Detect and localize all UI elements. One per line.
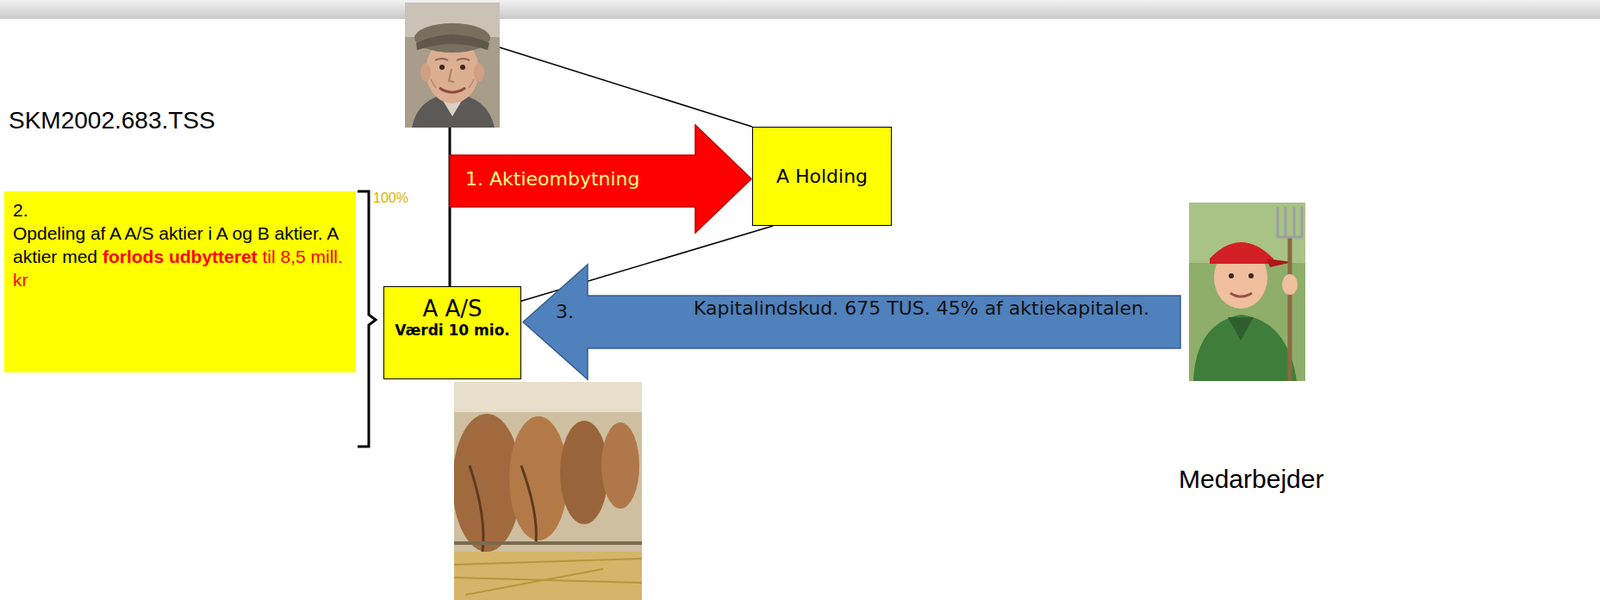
- node-text: A Holding: [776, 165, 868, 188]
- header-band: [0, 0, 1600, 19]
- arrow-outline: [522, 264, 1181, 380]
- node-text: forlods udbytteret: [102, 246, 258, 267]
- employee-label: Medarbejder: [1178, 463, 1324, 495]
- ownership-percent: 100%: [373, 189, 409, 207]
- arrow-shape: [522, 264, 1181, 380]
- company-box: A A/SVærdi 10 mio.: [383, 286, 522, 380]
- node-text: 2.: [12, 198, 348, 222]
- node-text: Kapitalindskud. 675 TUS. 45% af aktiekap…: [693, 297, 1164, 320]
- ownership-line: [499, 47, 753, 127]
- capital-injection-arrow: 3. Kapitalindskud. 675 TUS. 45% af aktiek…: [522, 264, 1181, 380]
- note-box: 2.Opdeling af A A/S aktier i A og B akti…: [4, 191, 356, 373]
- share-exchange-arrow: 1. Aktieombytning: [449, 124, 752, 233]
- node-text: 3.: [555, 300, 574, 324]
- arrow-outline: [449, 124, 752, 233]
- cows-photo: [454, 381, 642, 600]
- bracket: [357, 191, 376, 447]
- owner-photo: [404, 2, 500, 128]
- node-text: A A/S: [389, 295, 516, 322]
- node-text: 1. Aktieombytning: [465, 168, 692, 191]
- holding-box: A Holding: [752, 126, 892, 226]
- node-text: Værdi 10 mio.: [389, 321, 516, 340]
- case-reference: SKM2002.683.TSS: [8, 105, 216, 136]
- employee-photo: [1189, 202, 1306, 381]
